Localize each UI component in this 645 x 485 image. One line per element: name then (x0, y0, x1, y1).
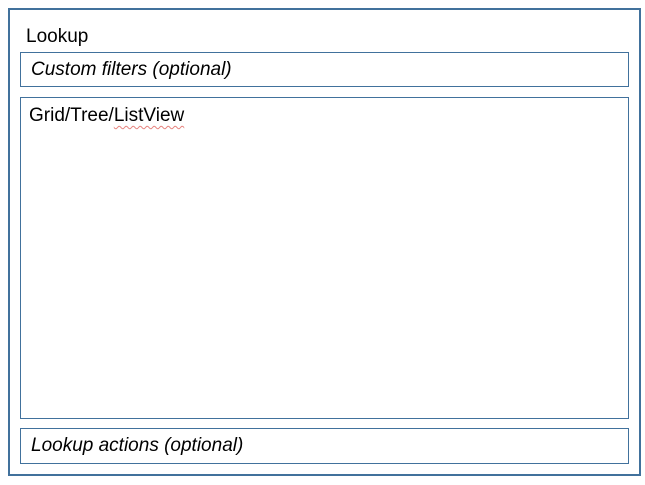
lookup-title: Lookup (26, 26, 89, 47)
grid-label-spellchecked: ListView (113, 105, 185, 126)
grid-tree-listview-box: Grid/Tree/ListView (20, 97, 629, 419)
lookup-actions-box: Lookup actions (optional) (20, 428, 629, 464)
lookup-actions-label: Lookup actions (optional) (31, 435, 244, 456)
grid-tree-listview-label: Grid/Tree/ListView (29, 105, 184, 127)
custom-filters-box: Custom filters (optional) (20, 52, 629, 87)
grid-label-prefix: Grid/Tree/ (29, 105, 114, 126)
custom-filters-label: Custom filters (optional) (31, 58, 232, 80)
